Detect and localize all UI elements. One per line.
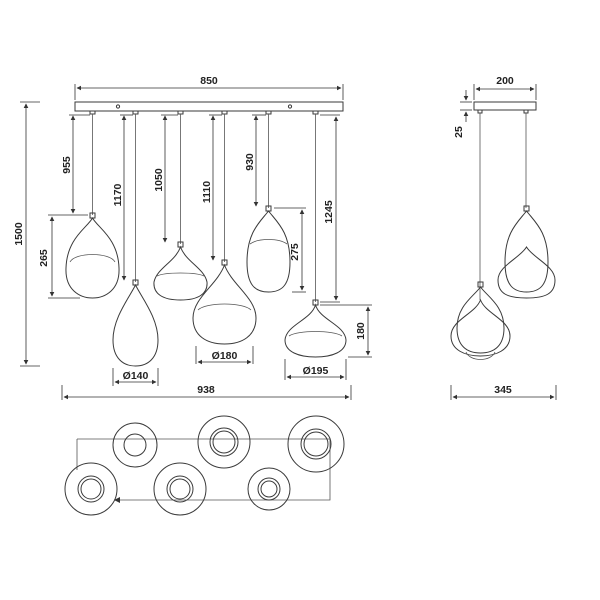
dim-diameter-2: Ø140 xyxy=(112,368,159,386)
dim-diameter-6-label: Ø195 xyxy=(303,365,329,377)
top-view xyxy=(64,415,345,516)
dim-overall-width: 938 xyxy=(61,384,352,400)
dim-canopy-depth-label: 200 xyxy=(496,75,514,87)
pendant-shade-1 xyxy=(65,212,120,299)
dim-cable-2: 1170 xyxy=(112,114,133,281)
dim-cable-1-label: 955 xyxy=(61,156,73,174)
dim-cable-1: 955 xyxy=(61,114,90,214)
dim-cable-5: 930 xyxy=(244,114,266,207)
dim-cable-5-label: 930 xyxy=(244,153,256,171)
top-view-shade xyxy=(247,467,291,511)
pendant-shade-3 xyxy=(153,241,208,301)
side-shade-front xyxy=(450,281,511,360)
side-canopy xyxy=(473,101,537,111)
pendant-shade-4 xyxy=(192,259,257,345)
dim-diameter-4: Ø180 xyxy=(195,346,254,365)
dim-shade-5-height-label: 275 xyxy=(289,243,301,261)
side-shade-back xyxy=(497,205,556,299)
pendant-shade-2 xyxy=(112,279,159,367)
dim-shade-1-height: 265 xyxy=(38,214,88,299)
dim-cable-3: 1050 xyxy=(153,114,178,243)
dim-overall-width-label: 938 xyxy=(197,384,215,396)
dim-cable-6: 1245 xyxy=(320,114,340,303)
canopy-bar xyxy=(74,101,344,112)
dim-overall-depth: 345 xyxy=(450,384,557,400)
pendant-shade-5 xyxy=(246,205,291,293)
front-view: 850 938 1500 265 955 xyxy=(13,75,372,400)
dim-overall-height: 1500 xyxy=(13,101,40,367)
dim-shade-6-height-label: 180 xyxy=(355,322,367,340)
top-view-cable-route xyxy=(77,438,331,501)
dim-shade-1-height-label: 265 xyxy=(38,249,50,267)
dim-cable-4-label: 1110 xyxy=(201,181,213,203)
top-view-shade xyxy=(287,415,345,473)
dim-canopy-width: 850 xyxy=(74,75,344,100)
pendant-shade-6 xyxy=(284,299,347,358)
dim-shade-6-height: 180 xyxy=(320,304,372,358)
dim-diameter-6: Ø195 xyxy=(284,359,347,380)
dim-cable-4: 1110 xyxy=(201,114,222,261)
dim-cable-6-label: 1245 xyxy=(323,200,335,224)
dim-diameter-4-label: Ø180 xyxy=(212,350,238,362)
dim-overall-height-label: 1500 xyxy=(13,222,25,246)
pendant-cables xyxy=(92,114,316,302)
dim-cable-2-label: 1170 xyxy=(112,183,124,206)
dim-shade-5-height: 275 xyxy=(274,207,306,293)
canopy-screw xyxy=(115,104,121,109)
dim-canopy-depth: 200 xyxy=(473,75,537,100)
dim-cable-3-label: 1050 xyxy=(153,168,165,192)
top-view-shade xyxy=(197,415,251,469)
dim-canopy-width-label: 850 xyxy=(200,75,218,87)
dim-canopy-height: 25 xyxy=(453,90,472,138)
canopy-screw xyxy=(287,104,293,109)
dim-overall-depth-label: 345 xyxy=(494,384,512,396)
top-view-shade xyxy=(153,462,207,516)
top-view-shade xyxy=(64,462,118,516)
dim-canopy-height-label: 25 xyxy=(453,126,465,138)
top-view-shade xyxy=(112,422,158,468)
side-view: 200 25 345 xyxy=(450,75,557,400)
dim-diameter-2-label: Ø140 xyxy=(123,370,149,382)
